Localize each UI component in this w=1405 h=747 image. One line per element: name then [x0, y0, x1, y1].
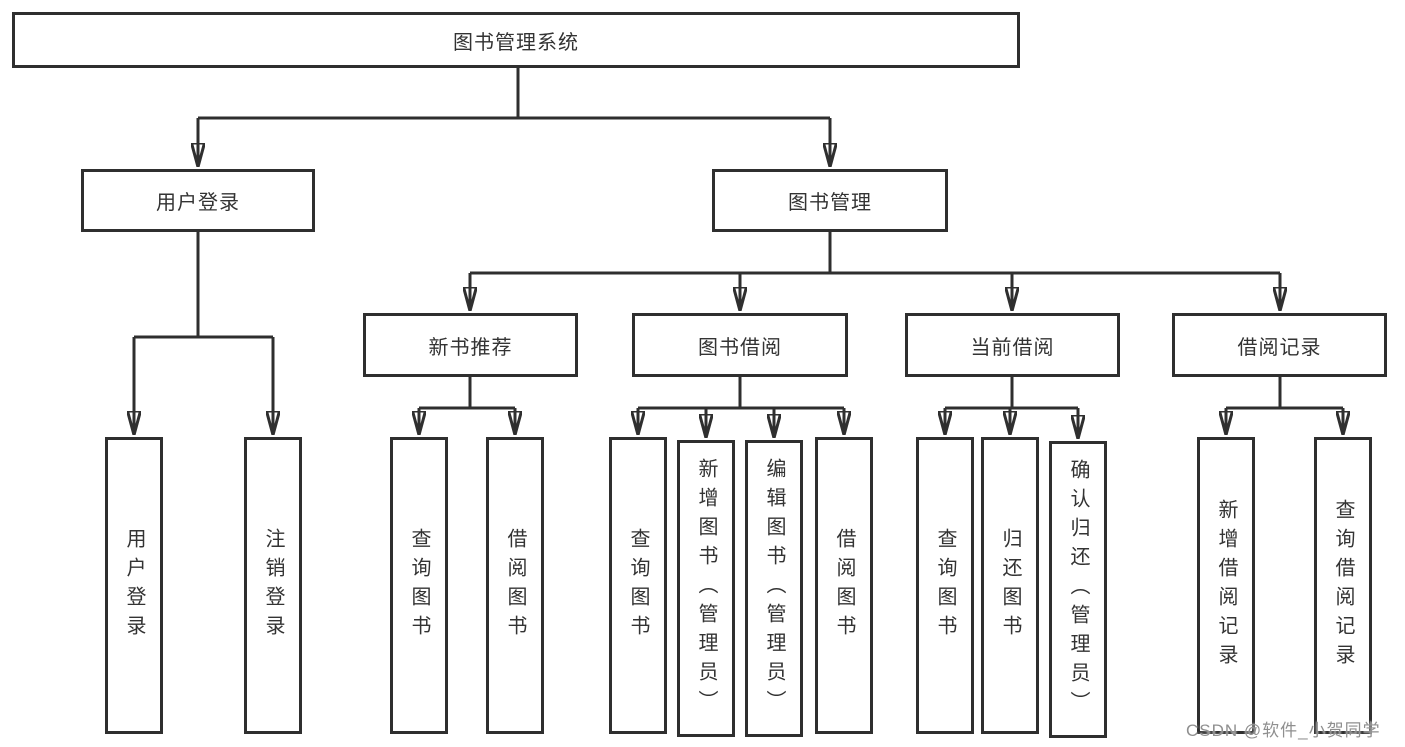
- leaf-logout-label: 注销登录: [262, 527, 284, 644]
- leaf-add-book-admin-label: 新增图书（管理员）: [695, 458, 717, 719]
- connector-book-borrowing-children: [638, 377, 844, 437]
- leaf-query-books-borrowing-label: 查询图书: [627, 527, 649, 644]
- leaf-confirm-return-admin-label: 确认归还（管理员）: [1067, 459, 1089, 720]
- leaf-confirm-return-admin: 确认归还（管理员）: [1049, 441, 1107, 738]
- connector-root-to-level2: [198, 68, 830, 166]
- leaf-add-book-admin: 新增图书（管理员）: [677, 440, 735, 737]
- leaf-query-books-current: 查询图书: [916, 437, 974, 734]
- node-book-management: 图书管理: [712, 169, 948, 232]
- leaf-query-books-borrowing: 查询图书: [609, 437, 667, 734]
- leaf-borrow-books-borrowing: 借阅图书: [815, 437, 873, 734]
- leaf-add-borrow-record: 新增借阅记录: [1197, 437, 1255, 734]
- connector-user-login-children: [134, 232, 273, 434]
- leaf-edit-book-admin: 编辑图书（管理员）: [745, 440, 803, 737]
- connector-book-management-children: [470, 232, 1280, 310]
- leaf-query-borrow-record: 查询借阅记录: [1314, 437, 1372, 734]
- leaf-query-books-current-label: 查询图书: [934, 527, 956, 644]
- leaf-add-borrow-record-label: 新增借阅记录: [1215, 498, 1237, 673]
- leaf-logout: 注销登录: [244, 437, 302, 734]
- node-user-login: 用户登录: [81, 169, 315, 232]
- leaf-borrow-books-borrowing-label: 借阅图书: [833, 527, 855, 644]
- csdn-watermark: CSDN @软件_小贺同学: [1186, 721, 1381, 740]
- leaf-query-books-recommendation-label: 查询图书: [408, 527, 430, 644]
- leaf-borrow-books-recommendation: 借阅图书: [486, 437, 544, 734]
- leaf-return-books: 归还图书: [981, 437, 1039, 734]
- connector-borrowing-records-children: [1226, 377, 1343, 434]
- leaf-return-books-label: 归还图书: [999, 527, 1021, 644]
- leaf-query-books-recommendation: 查询图书: [390, 437, 448, 734]
- node-library-management-system: 图书管理系统: [12, 12, 1020, 68]
- node-book-borrowing: 图书借阅: [632, 313, 848, 377]
- node-borrowing-records: 借阅记录: [1172, 313, 1387, 377]
- node-new-book-recommendation: 新书推荐: [363, 313, 578, 377]
- leaf-user-login-label: 用户登录: [123, 527, 145, 644]
- leaf-borrow-books-recommendation-label: 借阅图书: [504, 527, 526, 644]
- leaf-edit-book-admin-label: 编辑图书（管理员）: [763, 458, 785, 719]
- leaf-user-login: 用户登录: [105, 437, 163, 734]
- connector-new-book-recommendation-children: [419, 377, 515, 434]
- leaf-query-borrow-record-label: 查询借阅记录: [1332, 498, 1354, 673]
- connector-current-borrowing-children: [945, 377, 1078, 438]
- node-current-borrowing: 当前借阅: [905, 313, 1120, 377]
